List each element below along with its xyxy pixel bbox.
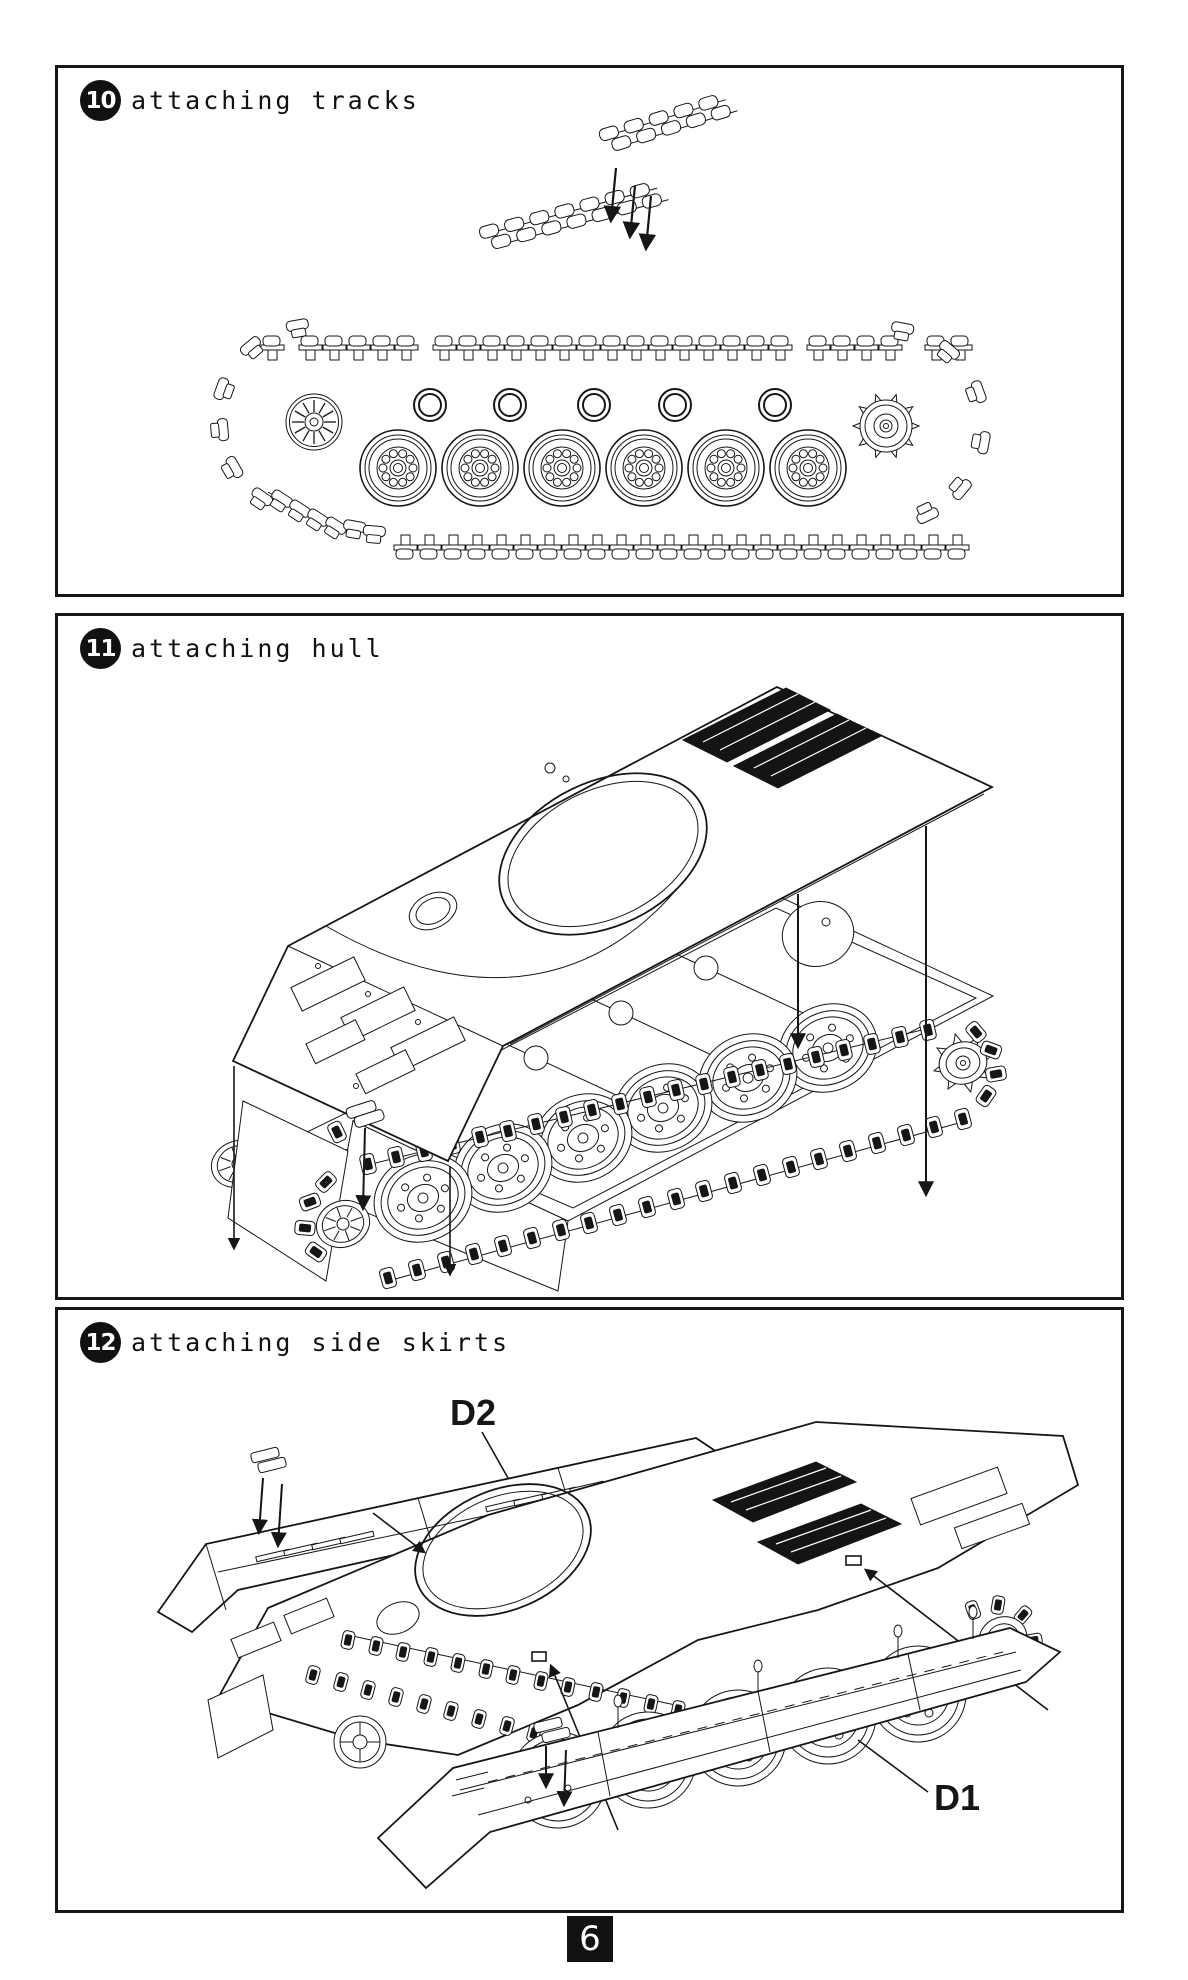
drive-sprocket [852, 392, 920, 460]
track-run-top [260, 335, 973, 361]
part-label-d1: D1 [934, 1777, 980, 1818]
step-header-12: 12 attaching side skirts [80, 1322, 510, 1363]
step-panel-12: 12 attaching side skirts [55, 1307, 1124, 1913]
engine-grilles [711, 1461, 903, 1565]
upper-hull [231, 685, 995, 1163]
track-section-lower [477, 179, 669, 253]
wheel-hub-rings [413, 388, 792, 422]
hull-diagram [204, 685, 1008, 1292]
skirt-part-d1 [376, 1605, 1062, 1890]
tracks-diagram [209, 91, 992, 560]
track-section-upper [597, 91, 738, 155]
side-skirts-diagram: D2 [156, 1392, 1080, 1890]
step-number-badge: 10 [80, 80, 121, 121]
step-header-10: 10 attaching tracks [80, 80, 420, 121]
hull-idler [333, 1715, 387, 1769]
step-panel-10: 10 attaching tracks [55, 65, 1124, 597]
idler-wheel [285, 393, 343, 451]
step-title: attaching hull [131, 634, 384, 663]
step-title: attaching side skirts [131, 1328, 511, 1357]
skirt-bracket-d1 [533, 1716, 573, 1808]
step-number-badge: 12 [80, 1322, 121, 1363]
d1-leader-line [857, 1739, 929, 1793]
assembly-guide-lines [227, 826, 934, 1277]
part-label-d2: D2 [450, 1392, 496, 1433]
glacis-tool-boxes [290, 956, 466, 1095]
skirt-pins [613, 1605, 978, 1728]
d2-leader-line [481, 1431, 509, 1479]
engine-grilles [681, 687, 883, 789]
step-header-11: 11 attaching hull [80, 628, 384, 669]
step-number-badge: 11 [80, 628, 121, 669]
track-run-bottom [393, 534, 970, 560]
assembly-arrows [603, 167, 657, 252]
step-title: attaching tracks [131, 86, 420, 115]
page-number: 6 [567, 1916, 613, 1962]
tank-hull [207, 1421, 1080, 1829]
skirt-bracket-d2 [250, 1446, 287, 1549]
loose-track-link [345, 1100, 385, 1128]
track-links-left-arc [209, 317, 387, 545]
road-wheels [359, 429, 847, 507]
step-panel-11: 11 attaching hull [55, 613, 1124, 1300]
